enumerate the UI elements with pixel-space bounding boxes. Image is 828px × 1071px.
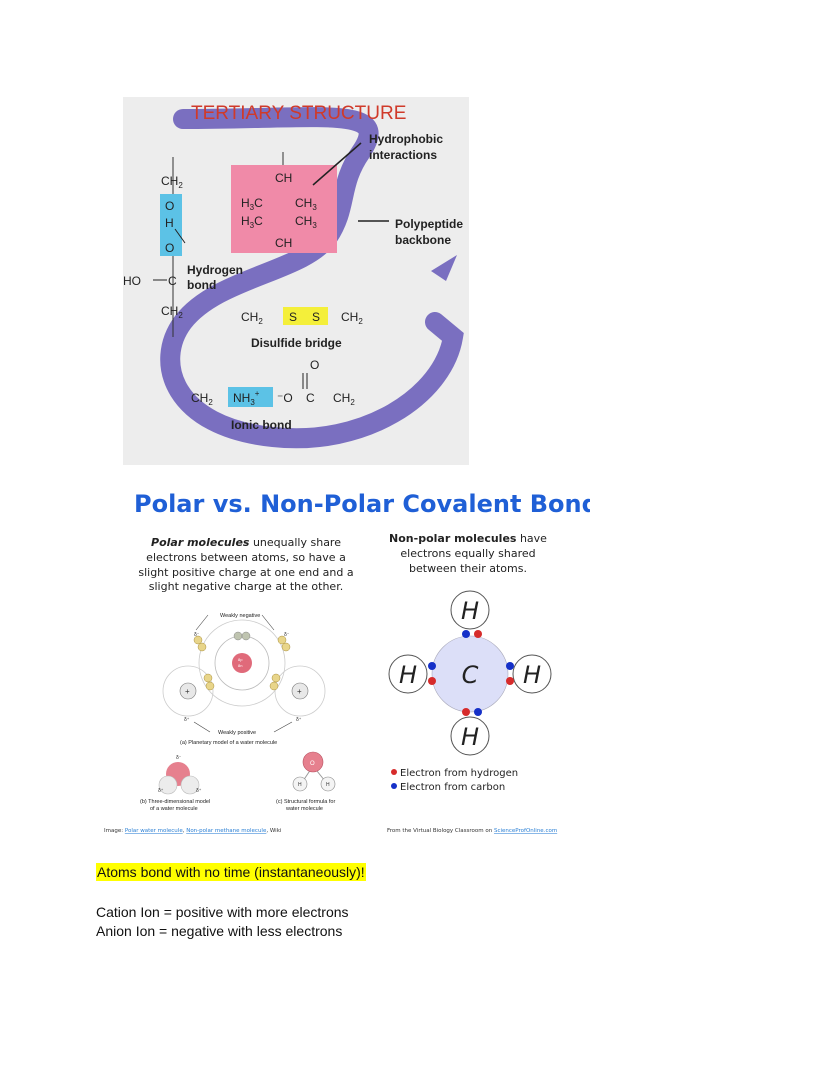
nonpolar-methane-link[interactable]: Non-polar methane molecule xyxy=(186,828,267,834)
ds-s1: S xyxy=(289,310,297,324)
backbone-arrowhead xyxy=(431,255,457,281)
legend-red-label: Electron from hydrogen xyxy=(400,768,518,779)
legend-blue-dot xyxy=(391,783,397,789)
ion-c: C xyxy=(306,391,315,405)
weakly-negative-label: Weakly negative xyxy=(220,613,260,619)
ds-ch2-a: CH2 xyxy=(241,310,263,326)
svg-text:δ⁺: δ⁺ xyxy=(196,788,202,794)
backbone-label: Polypeptide xyxy=(395,217,463,231)
ion-nh3: NH3+ xyxy=(233,389,260,407)
svg-text:δ⁺: δ⁺ xyxy=(296,717,302,723)
polar-desc-line4: slight negative charge at the other. xyxy=(149,580,343,593)
nonpolar-desc-line3: between their atoms. xyxy=(409,562,527,575)
credit-right: From the Virtual Biology Classroom on Sc… xyxy=(387,828,557,834)
carbon-atom: C xyxy=(462,661,479,689)
ch2-left: CH2 xyxy=(161,304,183,320)
hydrophobic-label-2: interactions xyxy=(369,148,437,162)
ch-bottom: CH xyxy=(275,236,292,250)
ch2-top: CH2 xyxy=(161,174,183,190)
svg-text:8p: 8p xyxy=(238,657,243,662)
caption-b-2: of a water molecule xyxy=(150,806,198,812)
ionic-label: Ionic bond xyxy=(231,418,292,432)
svg-text:δ⁻: δ⁻ xyxy=(194,632,200,638)
caption-a: (a) Planetary model of a water molecule xyxy=(180,740,277,746)
hbond-label-2: bond xyxy=(187,278,216,292)
backbone-label-2: backbone xyxy=(395,233,451,247)
svg-text:δ⁻: δ⁻ xyxy=(284,632,290,638)
legend-red-dot xyxy=(391,769,397,775)
water-3d-model: δ⁻ δ⁺ δ⁺ (b) Three-dimensional model of … xyxy=(140,755,210,812)
polar-nonpolar-diagram: Polar vs. Non-Polar Covalent Bonds Polar… xyxy=(104,490,590,834)
methane-model: C H H H H xyxy=(388,590,552,756)
svg-text:δ⁺: δ⁺ xyxy=(158,788,164,794)
caption-b-1: (b) Three-dimensional model xyxy=(140,799,210,805)
tertiary-structure-diagram: TERTIARY STRUCTURE Hydrophobic interacti… xyxy=(123,103,464,449)
ho-label: HO xyxy=(123,274,141,288)
hbond-label: Hydrogen xyxy=(187,263,243,277)
svg-text:+: + xyxy=(185,687,190,696)
c-label: C xyxy=(168,274,177,288)
ionic-bond-box xyxy=(228,387,273,407)
ch-top: CH xyxy=(275,171,292,185)
hydrogen-bottom: H xyxy=(461,723,479,751)
tertiary-structure-figure: TERTIARY STRUCTURE Hydrophobic interacti… xyxy=(123,97,469,465)
ds-s2: S xyxy=(312,310,320,324)
ion-ch2-b: CH2 xyxy=(333,391,355,407)
legend-blue-label: Electron from carbon xyxy=(400,782,505,793)
hb-h: H xyxy=(165,216,174,230)
water-structural-formula: O H H (c) Structural formula for water m… xyxy=(276,751,335,812)
ch3-b: CH3 xyxy=(295,214,317,230)
ion-ch2-a: CH2 xyxy=(191,391,213,407)
scienceprof-link[interactable]: ScienceProfOnline.com xyxy=(494,828,557,834)
hydrophobic-label: Hydrophobic xyxy=(369,132,443,146)
ch3-a: CH3 xyxy=(295,196,317,212)
planetary-water-model: Weakly negative 8p 8n + + δ⁻ δ⁻ xyxy=(162,613,326,746)
ds-ch2-b: CH2 xyxy=(341,310,363,326)
h3c-a: H3C xyxy=(241,196,263,212)
tertiary-title: TERTIARY STRUCTURE xyxy=(191,103,406,124)
nonpolar-desc-line1: Non-polar molecules have xyxy=(389,532,547,545)
highlighted-note: Atoms bond with no time (instantaneously… xyxy=(96,863,366,881)
polar-desc-line3: slight positive charge at one end and a xyxy=(138,566,353,579)
disulfide-label: Disulfide bridge xyxy=(251,336,342,350)
caption-c-2: water molecule xyxy=(285,806,323,812)
nonpolar-desc-line2: electrons equally shared xyxy=(400,547,535,560)
hb-o1: O xyxy=(165,199,174,213)
svg-text:O: O xyxy=(310,761,315,767)
hydrogen-top: H xyxy=(461,597,479,625)
polar-title: Polar vs. Non-Polar Covalent Bonds xyxy=(134,490,590,518)
weakly-positive-label: Weakly positive xyxy=(218,730,256,736)
svg-text:H: H xyxy=(326,782,330,788)
svg-text:δ⁻: δ⁻ xyxy=(176,755,182,761)
hydrogen-left: H xyxy=(399,661,417,689)
svg-text:H: H xyxy=(298,782,302,788)
hydrogen-right: H xyxy=(523,661,541,689)
h3c-b: H3C xyxy=(241,214,263,230)
ionic-o: O xyxy=(310,358,319,372)
oxygen-nucleus xyxy=(232,653,252,673)
ion-o-minus: ⁻O xyxy=(277,391,293,405)
credit-left: Image: Polar water molecule, Non-polar m… xyxy=(104,828,282,834)
polar-water-link[interactable]: Polar water molecule xyxy=(125,828,183,834)
polar-desc-line1: Polar molecules unequally share xyxy=(151,536,341,549)
polypeptide-backbone xyxy=(160,107,464,449)
anion-line: Anion Ion = negative with less electrons xyxy=(96,923,343,939)
polar-desc-line2: electrons between atoms, so have a xyxy=(146,551,346,564)
svg-text:δ⁺: δ⁺ xyxy=(184,717,190,723)
caption-c-1: (c) Structural formula for xyxy=(276,799,335,805)
hb-o2: O xyxy=(165,241,174,255)
hydrogen-bond-box xyxy=(160,194,182,256)
svg-text:8n: 8n xyxy=(238,663,242,668)
svg-text:+: + xyxy=(297,687,302,696)
cation-line: Cation Ion = positive with more electron… xyxy=(96,904,349,920)
polar-nonpolar-figure: Polar vs. Non-Polar Covalent Bonds Polar… xyxy=(100,478,590,840)
disulfide-box xyxy=(283,307,328,325)
